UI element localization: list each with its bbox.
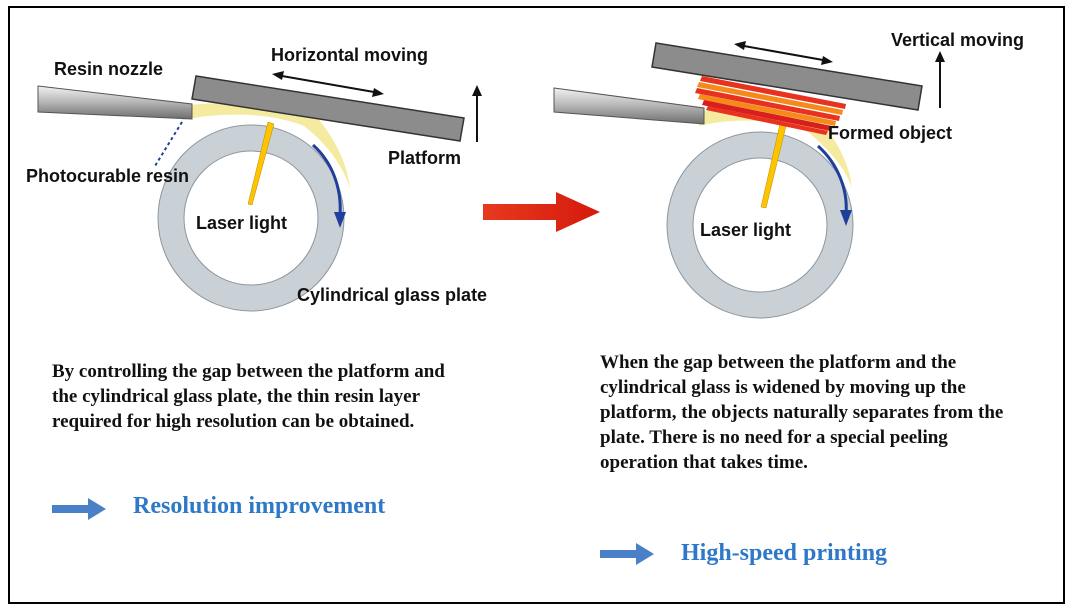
formed-object-layer	[700, 76, 846, 109]
left-panel: Resin nozzle Horizontal moving Platform …	[26, 45, 487, 312]
cylindrical-glass-plate-label: Cylindrical glass plate	[297, 285, 487, 305]
laser-light-label-left: Laser light	[196, 213, 287, 233]
horizontal-moving-arrow-right	[734, 41, 746, 50]
right-panel: Vertical moving Formed object Laser ligh…	[553, 30, 1024, 319]
right-description: When the gap between the platform and th…	[600, 352, 1004, 473]
rotation-arrow-right	[816, 144, 848, 215]
result-arrow-right	[600, 543, 654, 565]
photocurable-resin-left	[183, 103, 350, 190]
formed-object-layer	[706, 106, 828, 135]
formed-object-layer	[695, 88, 840, 121]
platform-label: Platform	[388, 148, 461, 168]
cylindrical-glass-plate-left	[158, 125, 344, 311]
formed-object-layer	[697, 82, 843, 115]
platform-right	[651, 42, 923, 111]
rotation-arrow-left	[311, 143, 342, 217]
left-description: By controlling the gap between the platf…	[52, 361, 445, 432]
high-speed-printing-label: High-speed printing	[681, 540, 888, 566]
resin-nozzle-left	[37, 85, 193, 120]
photocurable-resin-right	[699, 108, 852, 188]
photocurable-resin-label: Photocurable resin	[26, 166, 189, 186]
resin-leader-line	[154, 121, 183, 167]
laser-beam-left	[247, 121, 275, 206]
horizontal-moving-label: Horizontal moving	[271, 45, 428, 65]
vertical-moving-label: Vertical moving	[891, 30, 1024, 50]
transition-arrow	[483, 192, 600, 232]
formed-object-layer	[698, 94, 836, 126]
resolution-improvement-label: Resolution improvement	[133, 493, 386, 519]
resin-nozzle-label: Resin nozzle	[54, 59, 163, 79]
formed-object-layer	[702, 100, 832, 131]
result-arrow-left	[52, 498, 106, 520]
cylindrical-glass-plate-right	[667, 132, 853, 318]
formed-object-label: Formed object	[828, 123, 952, 143]
laser-light-label-right: Laser light	[700, 220, 791, 240]
resin-nozzle-right	[553, 87, 705, 125]
horizontal-moving-arrow	[272, 71, 284, 80]
platform-left	[191, 75, 465, 142]
